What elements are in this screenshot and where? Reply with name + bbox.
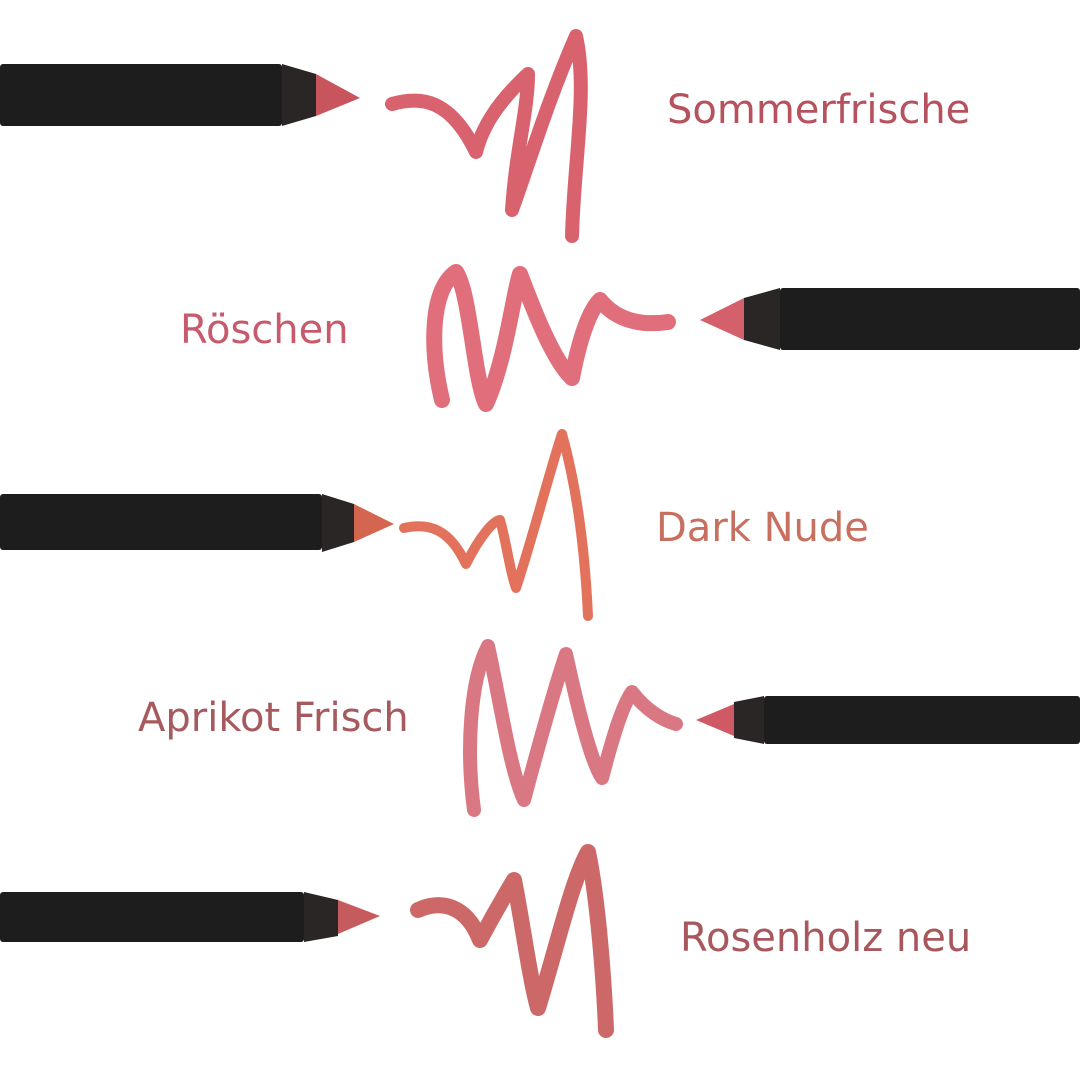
pencil-rosenholz-neu xyxy=(0,892,380,942)
pencil-roeschen xyxy=(700,288,1080,350)
shade-label-rosenholz-neu: Rosenholz neu xyxy=(680,915,972,961)
pencil-aprikot-frisch xyxy=(696,696,1080,744)
shade-label-sommerfrische: Sommerfrische xyxy=(667,87,971,133)
pencil-sommerfrische xyxy=(0,64,360,126)
swatch-dark-nude xyxy=(399,429,593,621)
swatch-roeschen xyxy=(426,264,676,412)
swatch-aprikot-frisch xyxy=(463,639,683,817)
shade-label-dark-nude: Dark Nude xyxy=(656,505,869,551)
swatch-rosenholz-neu xyxy=(410,844,614,1038)
swatch-sommerfrische xyxy=(385,29,588,243)
pencil-dark-nude xyxy=(0,494,394,552)
shade-label-roeschen: Röschen xyxy=(180,307,349,353)
shade-label-aprikot-frisch: Aprikot Frisch xyxy=(138,695,409,741)
